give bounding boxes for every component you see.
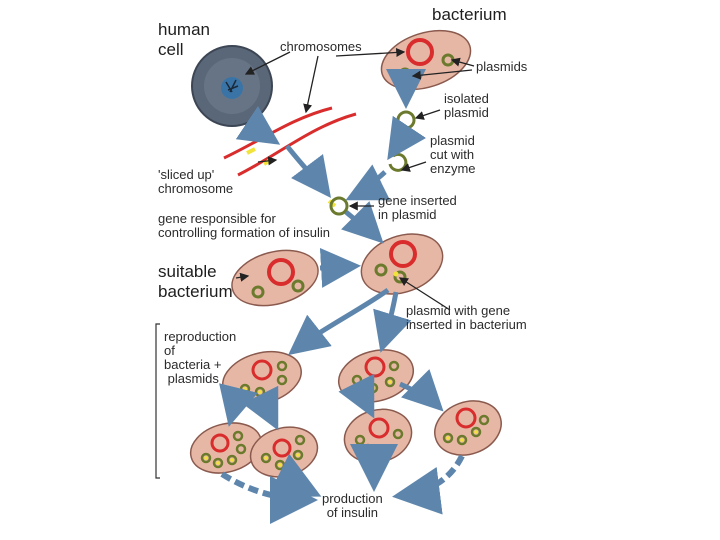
gene-responsible-label: gene responsible for controlling formati… — [158, 211, 330, 240]
bacterium-gen3-a — [189, 422, 263, 474]
suitable-bacterium — [231, 249, 319, 307]
production-label: production of insulin — [322, 491, 383, 520]
recombinant-bacterium — [360, 233, 444, 295]
human-cell-label: human cell — [158, 20, 210, 59]
gene-inserted-label: gene inserted in plasmid — [378, 193, 457, 222]
pointer-lines — [235, 47, 475, 311]
bacterium-gen3-d — [434, 400, 502, 456]
plasmid-with-gene-label: plasmid with gene inserted in bacterium — [406, 303, 527, 332]
gene-segments — [246, 147, 337, 208]
bacterium-gen3-b — [249, 426, 319, 478]
sliced-chromosome-label: 'sliced up' chromosome — [158, 167, 234, 196]
isolated-plasmid-label: isolated plasmid — [444, 91, 489, 120]
process-arrows — [219, 69, 444, 431]
bacterium-label: bacterium — [432, 5, 507, 24]
isolated-plasmid — [396, 110, 416, 130]
reproduction-label: reproduction of bacteria + plasmids — [164, 329, 237, 386]
production-arrows — [220, 444, 465, 524]
plasmids-label: plasmids — [476, 59, 528, 74]
bacterium-gen3-c — [343, 408, 413, 464]
chromosomes-label: chromosomes — [280, 39, 362, 54]
plasmid-cut-label: plasmid cut with enzyme — [430, 133, 476, 176]
reproduction-bracket — [155, 323, 160, 479]
suitable-bacterium-label: suitable bacterium — [158, 262, 233, 301]
bacterium-top — [380, 29, 472, 91]
bacterium-gen2-right — [337, 349, 415, 403]
